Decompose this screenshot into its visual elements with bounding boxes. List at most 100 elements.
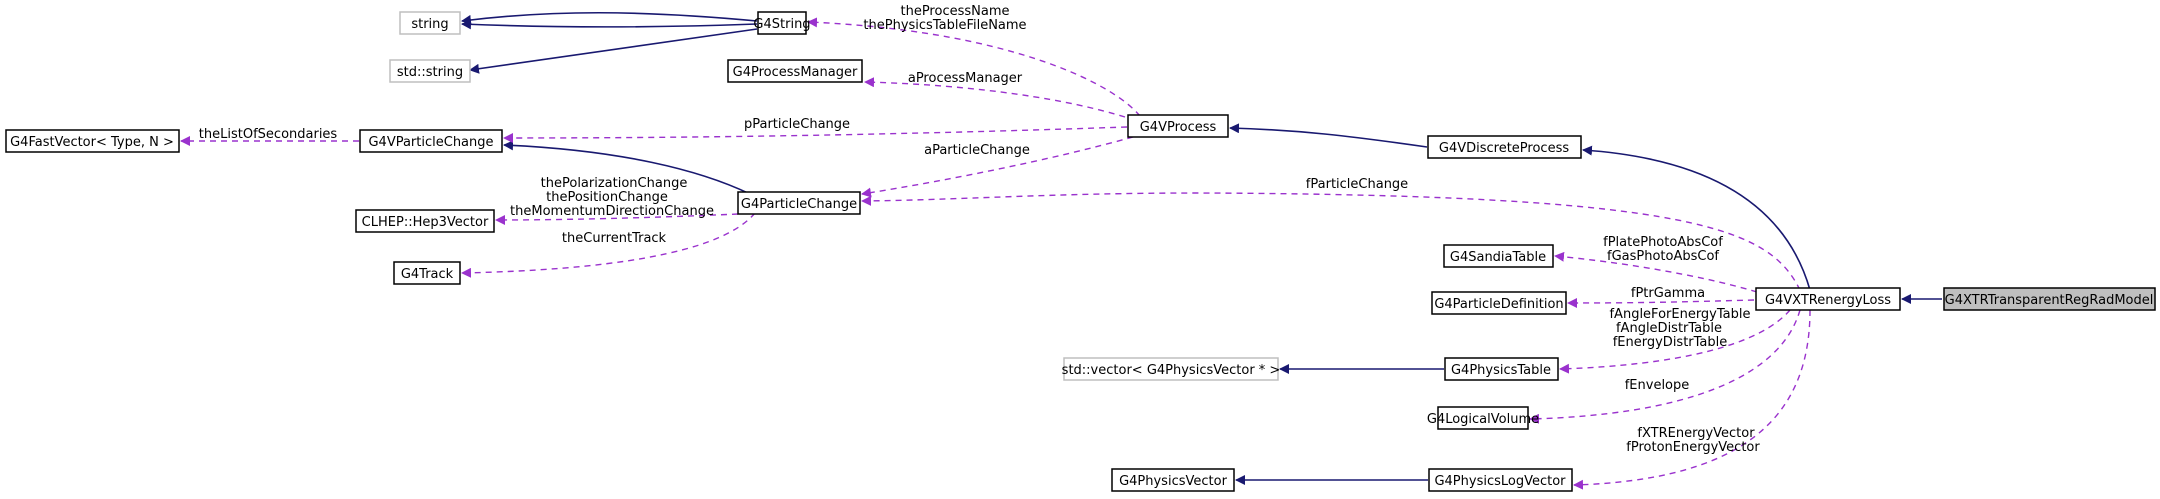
label-p-particle-change: pParticleChange bbox=[744, 117, 850, 132]
label-physics-table-file-name: thePhysicsTableFileName bbox=[863, 18, 1026, 33]
node-g4vdiscreteprocess-label: G4VDiscreteProcess bbox=[1439, 141, 1569, 156]
node-g4particlechange-box bbox=[737, 191, 861, 215]
usage-edges bbox=[180, 17, 1811, 490]
node-g4physicsvector-box bbox=[1111, 468, 1235, 492]
node-g4physicstable-box bbox=[1444, 357, 1559, 381]
edge-g4vxtrenergyloss-to-g4physicslogvector bbox=[1573, 309, 1811, 490]
nodes: string std::string G4String G4ProcessMan… bbox=[5, 11, 2156, 492]
node-g4logicalvolume-label: G4LogicalVolume bbox=[1427, 412, 1539, 427]
edge-g4vprocess-to-g4particlechange bbox=[861, 136, 1134, 198]
node-g4vprocess[interactable]: G4VProcess bbox=[1127, 114, 1229, 138]
edge-g4vdiscreteprocess-to-g4vprocess bbox=[1229, 123, 1428, 148]
node-string-label: string bbox=[411, 17, 448, 32]
node-g4fastvector-box bbox=[5, 129, 180, 153]
node-std-string-label: std::string bbox=[397, 65, 463, 80]
label-list-of-secondaries: theListOfSecondaries bbox=[199, 127, 338, 142]
node-g4vdiscreteprocess-box bbox=[1427, 135, 1582, 159]
label-energy-distr-table: fEnergyDistrTable bbox=[1613, 335, 1728, 350]
node-g4xtrtransparentregradmodel[interactable]: G4XTRTransparentRegRadModel bbox=[1943, 287, 2156, 311]
edge-g4particlechange-to-g4track bbox=[461, 212, 756, 278]
edge-g4vxtrenergyloss-to-g4particledefinition bbox=[1567, 297, 1755, 308]
node-g4vparticlechange-box bbox=[359, 129, 503, 153]
node-g4fastvector-label: G4FastVector< Type, N > bbox=[10, 135, 174, 150]
edge-g4vprocess-to-g4processmanager bbox=[864, 77, 1126, 118]
label-f-particle-change: fParticleChange bbox=[1306, 177, 1408, 192]
label-ptr-gamma: fPtrGamma bbox=[1631, 286, 1705, 301]
edge-g4string-to-string-upper bbox=[461, 11, 758, 25]
edge-labels: theProcessName thePhysicsTableFileName a… bbox=[199, 4, 1761, 455]
node-string-box bbox=[399, 11, 461, 35]
node-g4string-box bbox=[757, 11, 807, 35]
node-g4vxtrenergyloss-box bbox=[1755, 287, 1901, 311]
label-current-track: theCurrentTrack bbox=[562, 231, 667, 246]
node-g4physicstable[interactable]: G4PhysicsTable bbox=[1444, 357, 1559, 381]
label-position-change: thePositionChange bbox=[546, 190, 668, 205]
node-g4logicalvolume-box bbox=[1437, 406, 1529, 430]
label-xtr-energy-vector: fXTREnergyVector bbox=[1637, 426, 1755, 441]
label-plate-photo-abs-cof: fPlatePhotoAbsCof bbox=[1603, 235, 1723, 250]
edge-g4particlechange-to-g4vparticlechange bbox=[503, 140, 751, 195]
label-momentum-direction-change: theMomentumDirectionChange bbox=[510, 204, 714, 219]
node-std-string[interactable]: std::string bbox=[389, 59, 471, 83]
node-g4processmanager[interactable]: G4ProcessManager bbox=[727, 59, 863, 83]
node-g4vdiscreteprocess[interactable]: G4VDiscreteProcess bbox=[1427, 135, 1582, 159]
node-g4xtrtransparentregradmodel-box bbox=[1943, 287, 2156, 311]
edge-g4vprocess-to-g4vparticlechange bbox=[503, 126, 1128, 143]
node-clhep-hep3vector-label: CLHEP::Hep3Vector bbox=[362, 215, 489, 230]
node-g4particledefinition-label: G4ParticleDefinition bbox=[1434, 297, 1563, 312]
label-angle-for-energy-table: fAngleForEnergyTable bbox=[1609, 307, 1750, 322]
node-g4vparticlechange-label: G4VParticleChange bbox=[368, 135, 493, 150]
node-clhep-hep3vector[interactable]: CLHEP::Hep3Vector bbox=[355, 209, 495, 233]
node-clhep-hep3vector-box bbox=[355, 209, 495, 233]
edge-g4vxtrenergyloss-to-g4logicalvolume bbox=[1529, 309, 1801, 424]
node-g4sandiatable[interactable]: G4SandiaTable bbox=[1443, 244, 1554, 268]
edge-g4vxtrenergyloss-to-g4sandiatable bbox=[1554, 251, 1758, 293]
label-a-particle-change: aParticleChange bbox=[924, 143, 1030, 158]
node-g4sandiatable-label: G4SandiaTable bbox=[1450, 250, 1546, 265]
node-std-string-box bbox=[389, 59, 471, 83]
node-g4physicsvector-label: G4PhysicsVector bbox=[1119, 474, 1228, 489]
node-std-vector-physicsvector-box bbox=[1063, 357, 1279, 381]
node-g4logicalvolume[interactable]: G4LogicalVolume bbox=[1427, 406, 1539, 430]
node-g4vxtrenergyloss-label: G4VXTRenergyLoss bbox=[1765, 293, 1891, 308]
node-g4fastvector[interactable]: G4FastVector< Type, N > bbox=[5, 129, 180, 153]
node-g4processmanager-label: G4ProcessManager bbox=[733, 65, 858, 80]
edge-g4string-to-string-lower bbox=[461, 19, 758, 30]
node-g4particlechange-label: G4ParticleChange bbox=[741, 197, 857, 212]
edge-g4string-to-std-string bbox=[469, 28, 758, 74]
node-g4physicsvector[interactable]: G4PhysicsVector bbox=[1111, 468, 1235, 492]
edge-g4vprocess-to-g4string bbox=[807, 17, 1141, 117]
node-g4particledefinition-box bbox=[1431, 291, 1567, 315]
node-g4string[interactable]: G4String bbox=[753, 11, 811, 35]
node-g4vparticlechange[interactable]: G4VParticleChange bbox=[359, 129, 503, 153]
node-g4vprocess-box bbox=[1127, 114, 1229, 138]
node-g4physicslogvector-label: G4PhysicsLogVector bbox=[1434, 474, 1566, 489]
node-g4xtrtransparentregradmodel-label: G4XTRTransparentRegRadModel bbox=[1945, 293, 2154, 308]
node-g4physicslogvector[interactable]: G4PhysicsLogVector bbox=[1428, 468, 1573, 492]
label-gas-photo-abs-cof: fGasPhotoAbsCof bbox=[1607, 249, 1719, 264]
node-g4physicslogvector-box bbox=[1428, 468, 1573, 492]
edge-g4vxtrenergyloss-to-g4physicstable bbox=[1559, 309, 1791, 374]
node-g4vprocess-label: G4VProcess bbox=[1140, 120, 1217, 135]
label-proton-energy-vector: fProtonEnergyVector bbox=[1626, 440, 1760, 455]
node-g4sandiatable-box bbox=[1443, 244, 1554, 268]
node-g4track-label: G4Track bbox=[401, 267, 454, 282]
label-polarization-change: thePolarizationChange bbox=[541, 176, 688, 191]
inheritance-edges bbox=[461, 11, 1942, 485]
node-std-vector-physicsvector-label: std::vector< G4PhysicsVector * > bbox=[1062, 363, 1281, 378]
label-a-process-manager: aProcessManager bbox=[908, 71, 1023, 86]
edge-g4vxtrenergyloss-to-g4vdiscreteprocess bbox=[1582, 145, 1811, 291]
node-g4physicstable-label: G4PhysicsTable bbox=[1451, 363, 1551, 378]
node-std-vector-physicsvector[interactable]: std::vector< G4PhysicsVector * > bbox=[1062, 357, 1281, 381]
edge-g4vxtrenergyloss-to-g4particlechange bbox=[861, 192, 1801, 291]
label-angle-distr-table: fAngleDistrTable bbox=[1616, 321, 1722, 336]
label-process-name: theProcessName bbox=[900, 4, 1009, 19]
node-g4particledefinition[interactable]: G4ParticleDefinition bbox=[1431, 291, 1567, 315]
node-g4particlechange[interactable]: G4ParticleChange bbox=[737, 191, 861, 215]
node-g4string-label: G4String bbox=[753, 17, 810, 32]
node-g4track[interactable]: G4Track bbox=[393, 261, 461, 285]
node-g4processmanager-box bbox=[727, 59, 863, 83]
node-string[interactable]: string bbox=[399, 11, 461, 35]
node-g4vxtrenergyloss[interactable]: G4VXTRenergyLoss bbox=[1755, 287, 1901, 311]
